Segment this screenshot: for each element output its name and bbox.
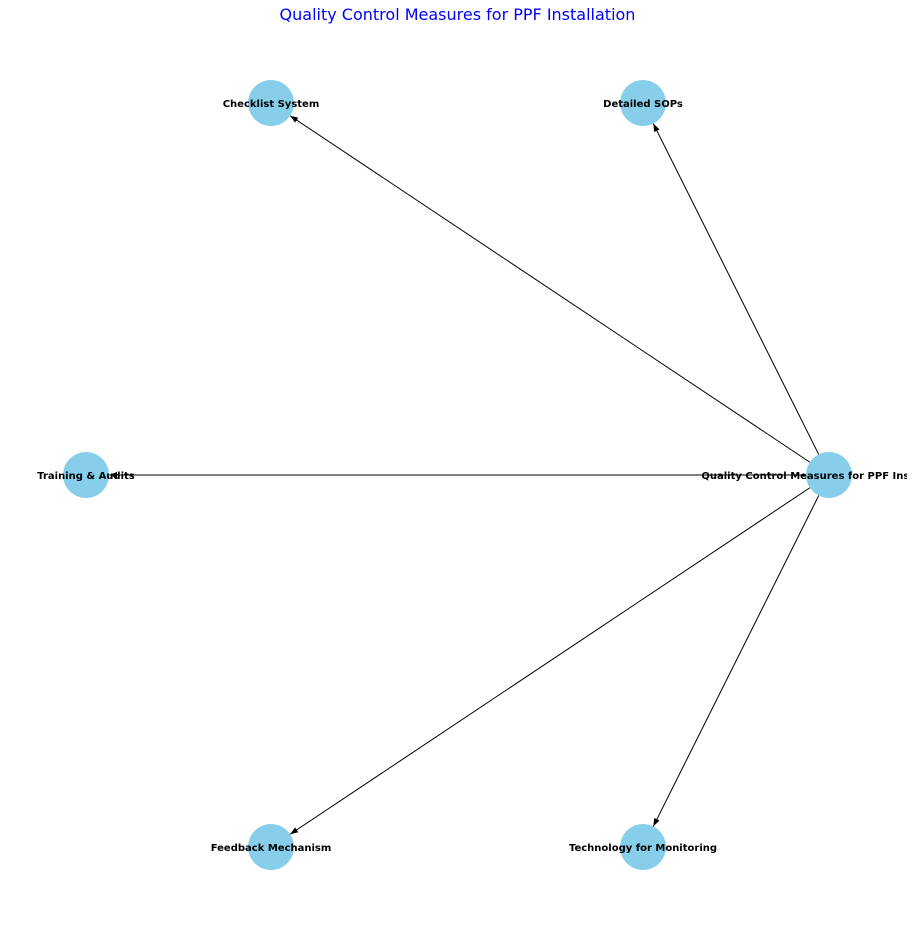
edge-root-to-technology_monitoring — [652, 495, 820, 827]
edge-root-to-feedback_mechanism — [289, 487, 811, 835]
node-feedback-mechanism[interactable] — [248, 824, 294, 870]
node-training-audits[interactable] — [63, 452, 109, 498]
node-checklist-system[interactable] — [248, 80, 294, 126]
node-label-detailed-sops: Detailed SOPs — [603, 99, 683, 110]
node-label-technology-monitoring: Technology for Monitoring — [569, 843, 717, 854]
node-label-feedback-mechanism: Feedback Mechanism — [211, 843, 332, 854]
node-label-root: Quality Control Measures for PPF Install… — [701, 471, 915, 482]
edges-layer — [109, 115, 820, 835]
node-technology-monitoring[interactable] — [620, 824, 666, 870]
node-label-training-audits: Training & Audits — [37, 471, 135, 482]
edge-root-to-detailed_sops — [652, 123, 820, 455]
node-detailed-sops[interactable] — [620, 80, 666, 126]
node-root[interactable] — [806, 452, 852, 498]
labels-layer: Quality Control Measures for PPF Install… — [37, 99, 915, 854]
node-label-checklist-system: Checklist System — [223, 99, 320, 110]
diagram-title: Quality Control Measures for PPF Install… — [279, 5, 636, 24]
nodes-layer — [63, 80, 852, 870]
edge-root-to-checklist_system — [289, 115, 811, 463]
